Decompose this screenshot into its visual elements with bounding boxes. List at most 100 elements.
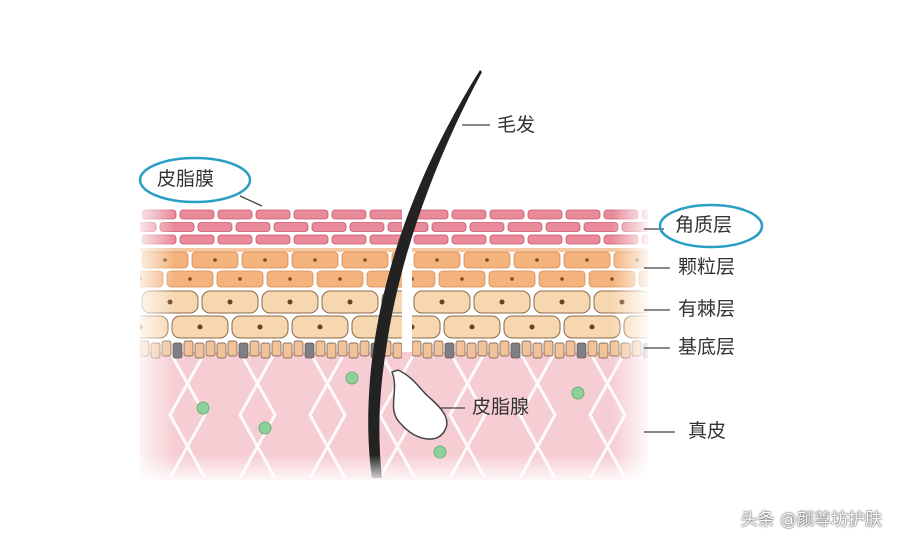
cell-nucleus	[213, 258, 217, 262]
basal-cell	[455, 340, 466, 357]
cell-nucleus	[529, 324, 535, 330]
corneum-cell	[387, 222, 402, 232]
corneum-cell	[489, 209, 525, 220]
cell-nucleus	[287, 299, 293, 305]
leader-sebum-film	[239, 195, 263, 207]
basal-cell	[359, 340, 370, 357]
dermis-cell-dot	[345, 371, 359, 385]
corneum-highlight	[658, 203, 764, 249]
corneum-cell	[489, 234, 525, 245]
label-hair: 毛发	[497, 114, 536, 136]
cell-nucleus	[660, 277, 664, 281]
sebaceous-gland-shape	[391, 369, 448, 440]
corneum-cell	[293, 209, 329, 220]
corneum-cell	[217, 234, 253, 245]
corneum-cell	[469, 222, 505, 232]
corneum-cell	[451, 209, 487, 220]
basal-cell	[433, 340, 444, 357]
basal-cell	[282, 342, 293, 359]
corneum-cell	[451, 234, 487, 245]
corneum-cell	[179, 234, 215, 245]
basal-cell	[422, 342, 433, 359]
leader-lines	[239, 124, 675, 433]
basal-cell	[554, 342, 565, 359]
corneum-cell	[412, 222, 429, 232]
cell-nucleus	[317, 324, 323, 330]
corneum-cell	[255, 234, 291, 245]
basal-cell	[565, 340, 576, 357]
cell-nucleus	[585, 258, 589, 262]
cell-nucleus	[197, 324, 203, 330]
corneum-cell	[565, 234, 601, 245]
cell-nucleus	[435, 258, 439, 262]
melanocyte-cell	[444, 342, 455, 359]
layer-gap	[412, 248, 648, 252]
cell-nucleus	[227, 299, 233, 305]
melanocyte-cell	[576, 342, 587, 359]
basal-cell	[392, 342, 402, 359]
basal-cell	[216, 342, 227, 359]
cell-nucleus	[238, 277, 242, 281]
label-stratum-corneum: 角质层	[675, 214, 733, 236]
label-stratum-spinosum: 有棘层	[678, 298, 736, 320]
melanocyte-cell	[238, 342, 249, 359]
cell-nucleus	[510, 277, 514, 281]
corneum-cell	[235, 222, 271, 232]
basal-cell	[348, 342, 359, 359]
basal-cell	[293, 340, 304, 357]
sebum-film-highlight	[138, 156, 252, 204]
cell-nucleus	[460, 277, 464, 281]
corneum-cell	[217, 209, 253, 220]
label-dermis: 真皮	[688, 420, 727, 442]
cell-nucleus	[560, 277, 564, 281]
cell-nucleus	[113, 258, 117, 262]
corneum-cell	[349, 222, 385, 232]
basal-cell	[183, 340, 194, 357]
corneum-cell	[527, 234, 563, 245]
corneum-cell	[311, 222, 347, 232]
cell-nucleus	[363, 258, 367, 262]
basal-cell	[543, 340, 554, 357]
basal-cell	[521, 340, 532, 357]
basal-cell	[337, 340, 348, 357]
corneum-cell	[369, 209, 402, 220]
basal-cell	[488, 342, 499, 359]
melanocyte-cell	[510, 342, 521, 359]
basal-cell	[587, 340, 598, 357]
granular-cell	[412, 270, 436, 288]
basal-cell	[412, 340, 422, 357]
layer-gap	[140, 248, 402, 252]
basal-cell	[477, 340, 488, 357]
corneum-cell	[331, 234, 367, 245]
corneum-cell	[255, 209, 291, 220]
watermark: 头条 @颜尊坊护肤	[740, 510, 882, 530]
cell-nucleus	[499, 299, 505, 305]
corneum-cell	[507, 222, 543, 232]
spinous-cell	[412, 315, 441, 339]
label-stratum-basale: 基底层	[678, 336, 736, 358]
corneum-cell	[431, 222, 467, 232]
cell-nucleus	[469, 324, 475, 330]
corneum-cell	[331, 209, 367, 220]
granular-cell	[391, 251, 402, 269]
dermis-cell-dot	[196, 401, 210, 415]
cell-nucleus	[485, 258, 489, 262]
basal-cell	[315, 340, 326, 357]
cell-nucleus	[313, 258, 317, 262]
label-sebaceous-gland: 皮脂腺	[472, 396, 530, 418]
cell-nucleus	[108, 300, 113, 305]
cell-nucleus	[288, 277, 292, 281]
corneum-cell	[273, 222, 309, 232]
corneum-cell	[545, 222, 581, 232]
cell-nucleus	[412, 277, 414, 281]
cell-nucleus	[347, 299, 353, 305]
basal-cell	[466, 342, 477, 359]
spinous-cell	[82, 291, 138, 313]
cell-nucleus	[338, 277, 342, 281]
corneum-cell	[197, 222, 233, 232]
cell-nucleus	[589, 324, 595, 330]
corneum-cell	[369, 234, 402, 245]
cell-nucleus	[263, 258, 267, 262]
basal-cell	[271, 340, 282, 357]
